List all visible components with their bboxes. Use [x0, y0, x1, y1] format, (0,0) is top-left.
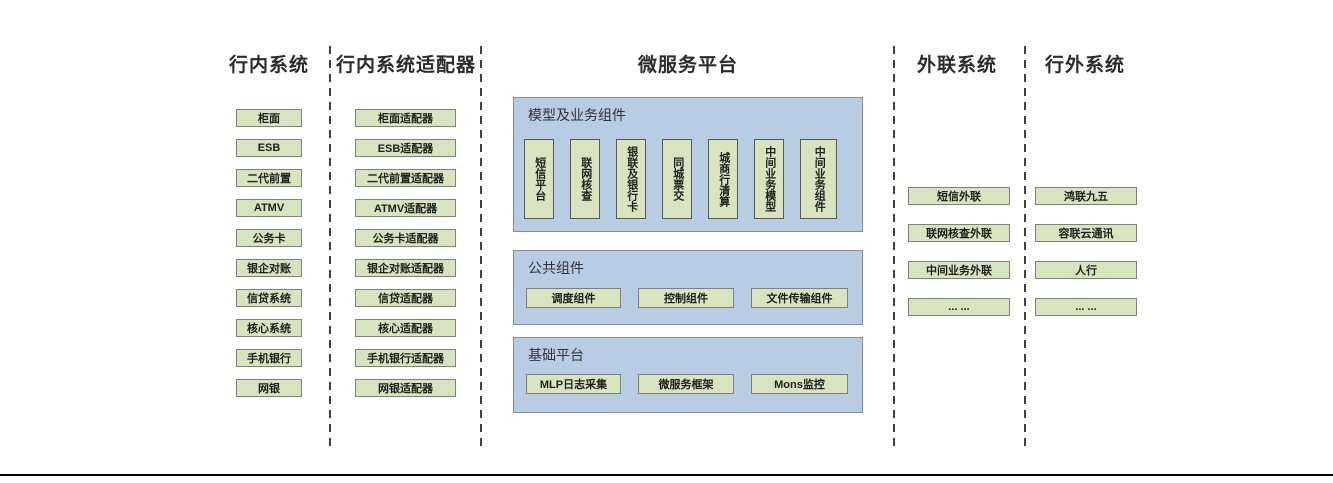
- panel-model-business-components: 模型及业务组件 短信平台 联网核查 银联及银行卡 同城票交 城商行清算 中间业务…: [513, 97, 863, 232]
- component-box-microservice-framework: 微服务框架: [638, 374, 734, 394]
- system-box-erdai-qianzhi: 二代前置: [236, 169, 302, 187]
- outbound-box-sms: 短信外联: [908, 187, 1010, 205]
- panel-base-platform: 基础平台 MLP日志采集 微服务框架 Mons监控: [513, 337, 863, 413]
- outbound-box-ellipsis: ... ...: [908, 298, 1010, 316]
- adapter-box-yinqi-duizhang: 银企对账适配器: [355, 259, 456, 277]
- dashed-separator-3: [893, 46, 895, 446]
- column-title-microservice-platform: 微服务平台: [637, 55, 738, 76]
- system-box-atmv: ATMV: [236, 199, 302, 217]
- panel-label-base: 基础平台: [528, 347, 584, 363]
- bottom-divider: [0, 474, 1333, 476]
- panel-label-common: 公共组件: [528, 260, 584, 276]
- component-box-network-check: 联网核查: [570, 139, 600, 219]
- component-box-control: 控制组件: [638, 288, 734, 308]
- adapter-box-erdai-qianzhi: 二代前置适配器: [355, 169, 456, 187]
- column-title-external-systems: 行外系统: [1044, 55, 1125, 76]
- outbound-box-intermediary-business: 中间业务外联: [908, 261, 1010, 279]
- adapter-box-shouji-yinhang: 手机银行适配器: [355, 349, 456, 367]
- external-systems-column: 鸿联九五 容联云通讯 人行 ... ...: [1035, 187, 1137, 335]
- model-components-row: 短信平台 联网核查 银联及银行卡 同城票交 城商行清算 中间业务模型 中间业务组…: [524, 139, 837, 219]
- component-box-unionpay-bankcard: 银联及银行卡: [616, 139, 646, 219]
- component-box-citybank-clearing: 城商行清算: [708, 139, 738, 219]
- outbound-box-network-check: 联网核查外联: [908, 224, 1010, 242]
- component-box-mons-monitoring: Mons监控: [751, 374, 848, 394]
- external-box-ellipsis: ... ...: [1035, 298, 1137, 316]
- adapter-box-wangyin: 网银适配器: [355, 379, 456, 397]
- panel-common-components: 公共组件 调度组件 控制组件 文件传输组件: [513, 250, 863, 325]
- dashed-separator-1: [329, 46, 331, 446]
- adapter-box-esb: ESB适配器: [355, 139, 456, 157]
- component-box-sms-platform: 短信平台: [524, 139, 554, 219]
- adapter-box-hexin: 核心适配器: [355, 319, 456, 337]
- component-box-intermediary-business-component: 中间业务组件: [800, 139, 837, 219]
- component-box-mlp-log-collection: MLP日志采集: [526, 374, 621, 394]
- system-box-shouji-yinhang: 手机银行: [236, 349, 302, 367]
- system-box-gongwuka: 公务卡: [236, 229, 302, 247]
- component-box-intermediary-business-model: 中间业务模型: [754, 139, 784, 219]
- system-box-guimian: 柜面: [236, 109, 302, 127]
- system-box-xindai: 信贷系统: [236, 289, 302, 307]
- panel-label-model-business: 模型及业务组件: [528, 107, 626, 123]
- system-box-yinqi-duizhang: 银企对账: [236, 259, 302, 277]
- common-components-row: 调度组件 控制组件 文件传输组件: [526, 288, 848, 308]
- component-box-citywide-bill-exchange: 同城票交: [662, 139, 692, 219]
- external-box-honglian-jiuwu: 鸿联九五: [1035, 187, 1137, 205]
- column-title-outbound-systems: 外联系统: [916, 55, 997, 76]
- external-box-pboc: 人行: [1035, 261, 1137, 279]
- external-box-ronglian-cloud: 容联云通讯: [1035, 224, 1137, 242]
- adapter-box-guimian: 柜面适配器: [355, 109, 456, 127]
- system-box-wangyin: 网银: [236, 379, 302, 397]
- adapters-column: 柜面适配器 ESB适配器 二代前置适配器 ATMV适配器 公务卡适配器 银企对账…: [355, 109, 456, 409]
- system-box-hexin: 核心系统: [236, 319, 302, 337]
- adapter-box-atmv: ATMV适配器: [355, 199, 456, 217]
- column-title-internal-systems: 行内系统: [228, 55, 309, 76]
- base-platform-row: MLP日志采集 微服务框架 Mons监控: [526, 374, 848, 394]
- component-box-file-transfer: 文件传输组件: [751, 288, 848, 308]
- internal-systems-column: 柜面 ESB 二代前置 ATMV 公务卡 银企对账 信贷系统 核心系统 手机银行…: [236, 109, 302, 409]
- column-title-internal-adapters: 行内系统适配器: [336, 55, 477, 76]
- system-box-esb: ESB: [236, 139, 302, 157]
- adapter-box-gongwuka: 公务卡适配器: [355, 229, 456, 247]
- component-box-scheduling: 调度组件: [526, 288, 621, 308]
- dashed-separator-2: [480, 46, 482, 446]
- adapter-box-xindai: 信贷适配器: [355, 289, 456, 307]
- outbound-systems-column: 短信外联 联网核查外联 中间业务外联 ... ...: [908, 187, 1010, 335]
- dashed-separator-4: [1024, 46, 1026, 446]
